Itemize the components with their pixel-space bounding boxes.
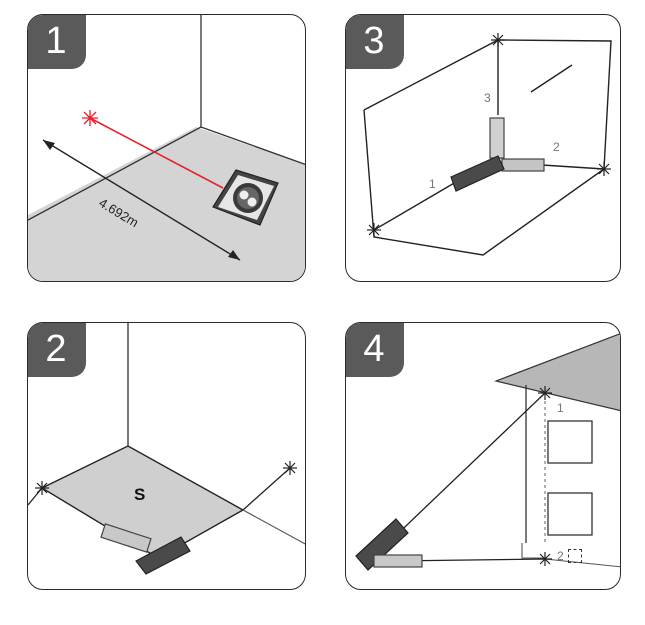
floor-edge: [242, 509, 305, 545]
hypotenuse-line: [385, 392, 546, 546]
side-label-3: 3: [484, 91, 491, 105]
panel-step-1: 1 4.692m: [27, 14, 306, 282]
arrow-head-end: [228, 250, 240, 260]
floor-edge-right: [200, 126, 305, 165]
laser-point-icon: [538, 552, 552, 566]
step-1-illustration: [28, 15, 305, 281]
device-light: [373, 554, 423, 568]
laser-point-icon: [367, 223, 381, 237]
step-number-badge: 3: [346, 15, 404, 69]
point-label-1: 1: [557, 401, 564, 415]
laser-point-icon: [283, 461, 297, 475]
device-right: [501, 158, 545, 172]
floor-line-right: [541, 164, 605, 170]
step-2-illustration: [28, 323, 305, 575]
panel-step-2: 2 S: [27, 322, 306, 590]
step-4-illustration: [355, 333, 620, 571]
wall-base: [521, 543, 545, 559]
floor-extension-right: [242, 467, 291, 511]
area-label: S: [134, 485, 146, 504]
laser-meter-device: [212, 169, 279, 226]
device-dark: [135, 536, 191, 575]
laser-point-icon: [35, 481, 49, 495]
laser-point-icon: [538, 386, 552, 400]
floor-edge-left: [28, 126, 202, 221]
step-number-badge: 1: [28, 15, 86, 69]
device-left: [450, 155, 505, 192]
ground-extension: [544, 558, 620, 568]
window-lower: [547, 492, 593, 536]
house-roof: [493, 333, 620, 412]
laser-beam: [89, 117, 224, 189]
ceiling-mark: [530, 64, 573, 93]
floor-line-left: [373, 181, 457, 231]
room-outline: [363, 39, 612, 256]
step-number-badge: 2: [28, 323, 86, 377]
point-label-2: 2: [557, 549, 564, 563]
arrow-head-start: [43, 140, 55, 150]
laser-point-icon: [597, 162, 611, 176]
step-3-illustration: [363, 33, 612, 256]
side-label-2: 2: [553, 140, 560, 154]
side-label-1: 1: [429, 177, 436, 191]
panel-step-4: 4 1 2: [345, 322, 621, 590]
measure-arrow-line: [42, 139, 241, 261]
step-number-badge: 4: [346, 323, 404, 377]
laser-dot-icon: [82, 110, 98, 126]
window-upper: [547, 420, 593, 464]
fullscreen-icon[interactable]: [568, 549, 582, 563]
device-dark: [355, 518, 409, 571]
floor-plane: [28, 127, 305, 281]
device-light: [100, 523, 152, 553]
panel-step-3: 3 1 2 3: [345, 14, 621, 282]
laser-point-icon: [491, 33, 505, 47]
device-vertical: [489, 117, 505, 159]
